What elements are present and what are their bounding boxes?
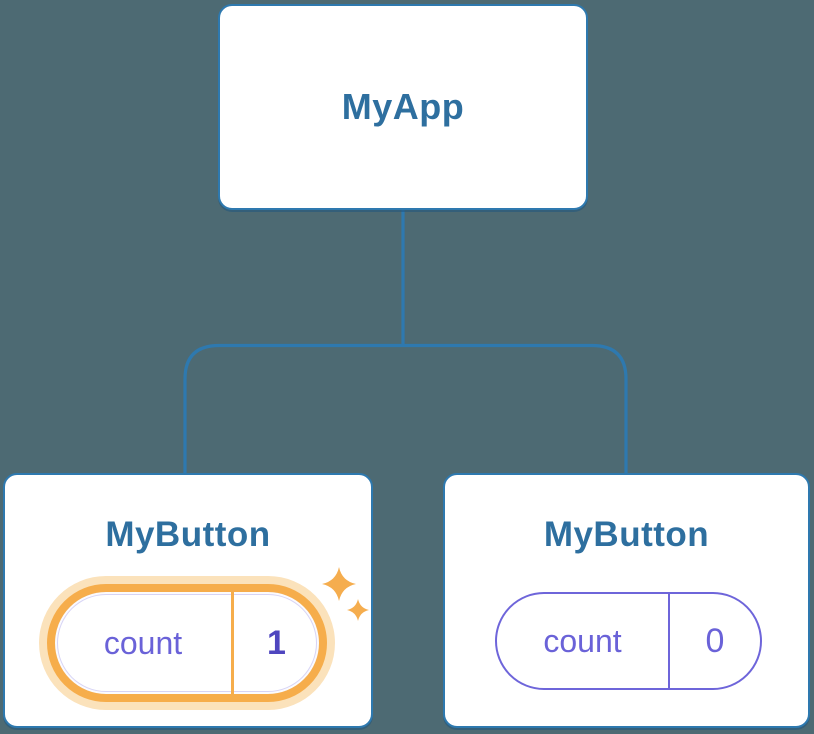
node-myapp-label: MyApp (341, 86, 465, 127)
state-value-label: 1 (267, 623, 286, 662)
state-key-cell: count (55, 592, 231, 694)
pill-divider (668, 594, 670, 688)
node-myapp: MyApp (218, 4, 588, 210)
node-mybutton-right: MyButton count 0 (443, 473, 810, 728)
state-key-label: count (543, 622, 622, 659)
state-value-cell: 1 (234, 592, 319, 694)
state-value-label: 0 (705, 621, 725, 660)
state-pill: count 0 (495, 592, 762, 690)
pill-divider (231, 592, 234, 694)
sparkle-star-large (322, 567, 356, 601)
state-key-cell: count (497, 594, 668, 688)
node-mybutton-left-label: MyButton (105, 515, 271, 554)
state-key-label: count (103, 624, 183, 661)
sparkle-star-small (347, 599, 369, 621)
node-mybutton-left: MyButton count 1 (3, 473, 373, 728)
state-pill-highlighted: count 1 (47, 584, 327, 702)
connector-branch (183, 343, 628, 474)
state-value-cell: 0 (670, 594, 760, 688)
node-mybutton-right-label: MyButton (543, 515, 710, 554)
